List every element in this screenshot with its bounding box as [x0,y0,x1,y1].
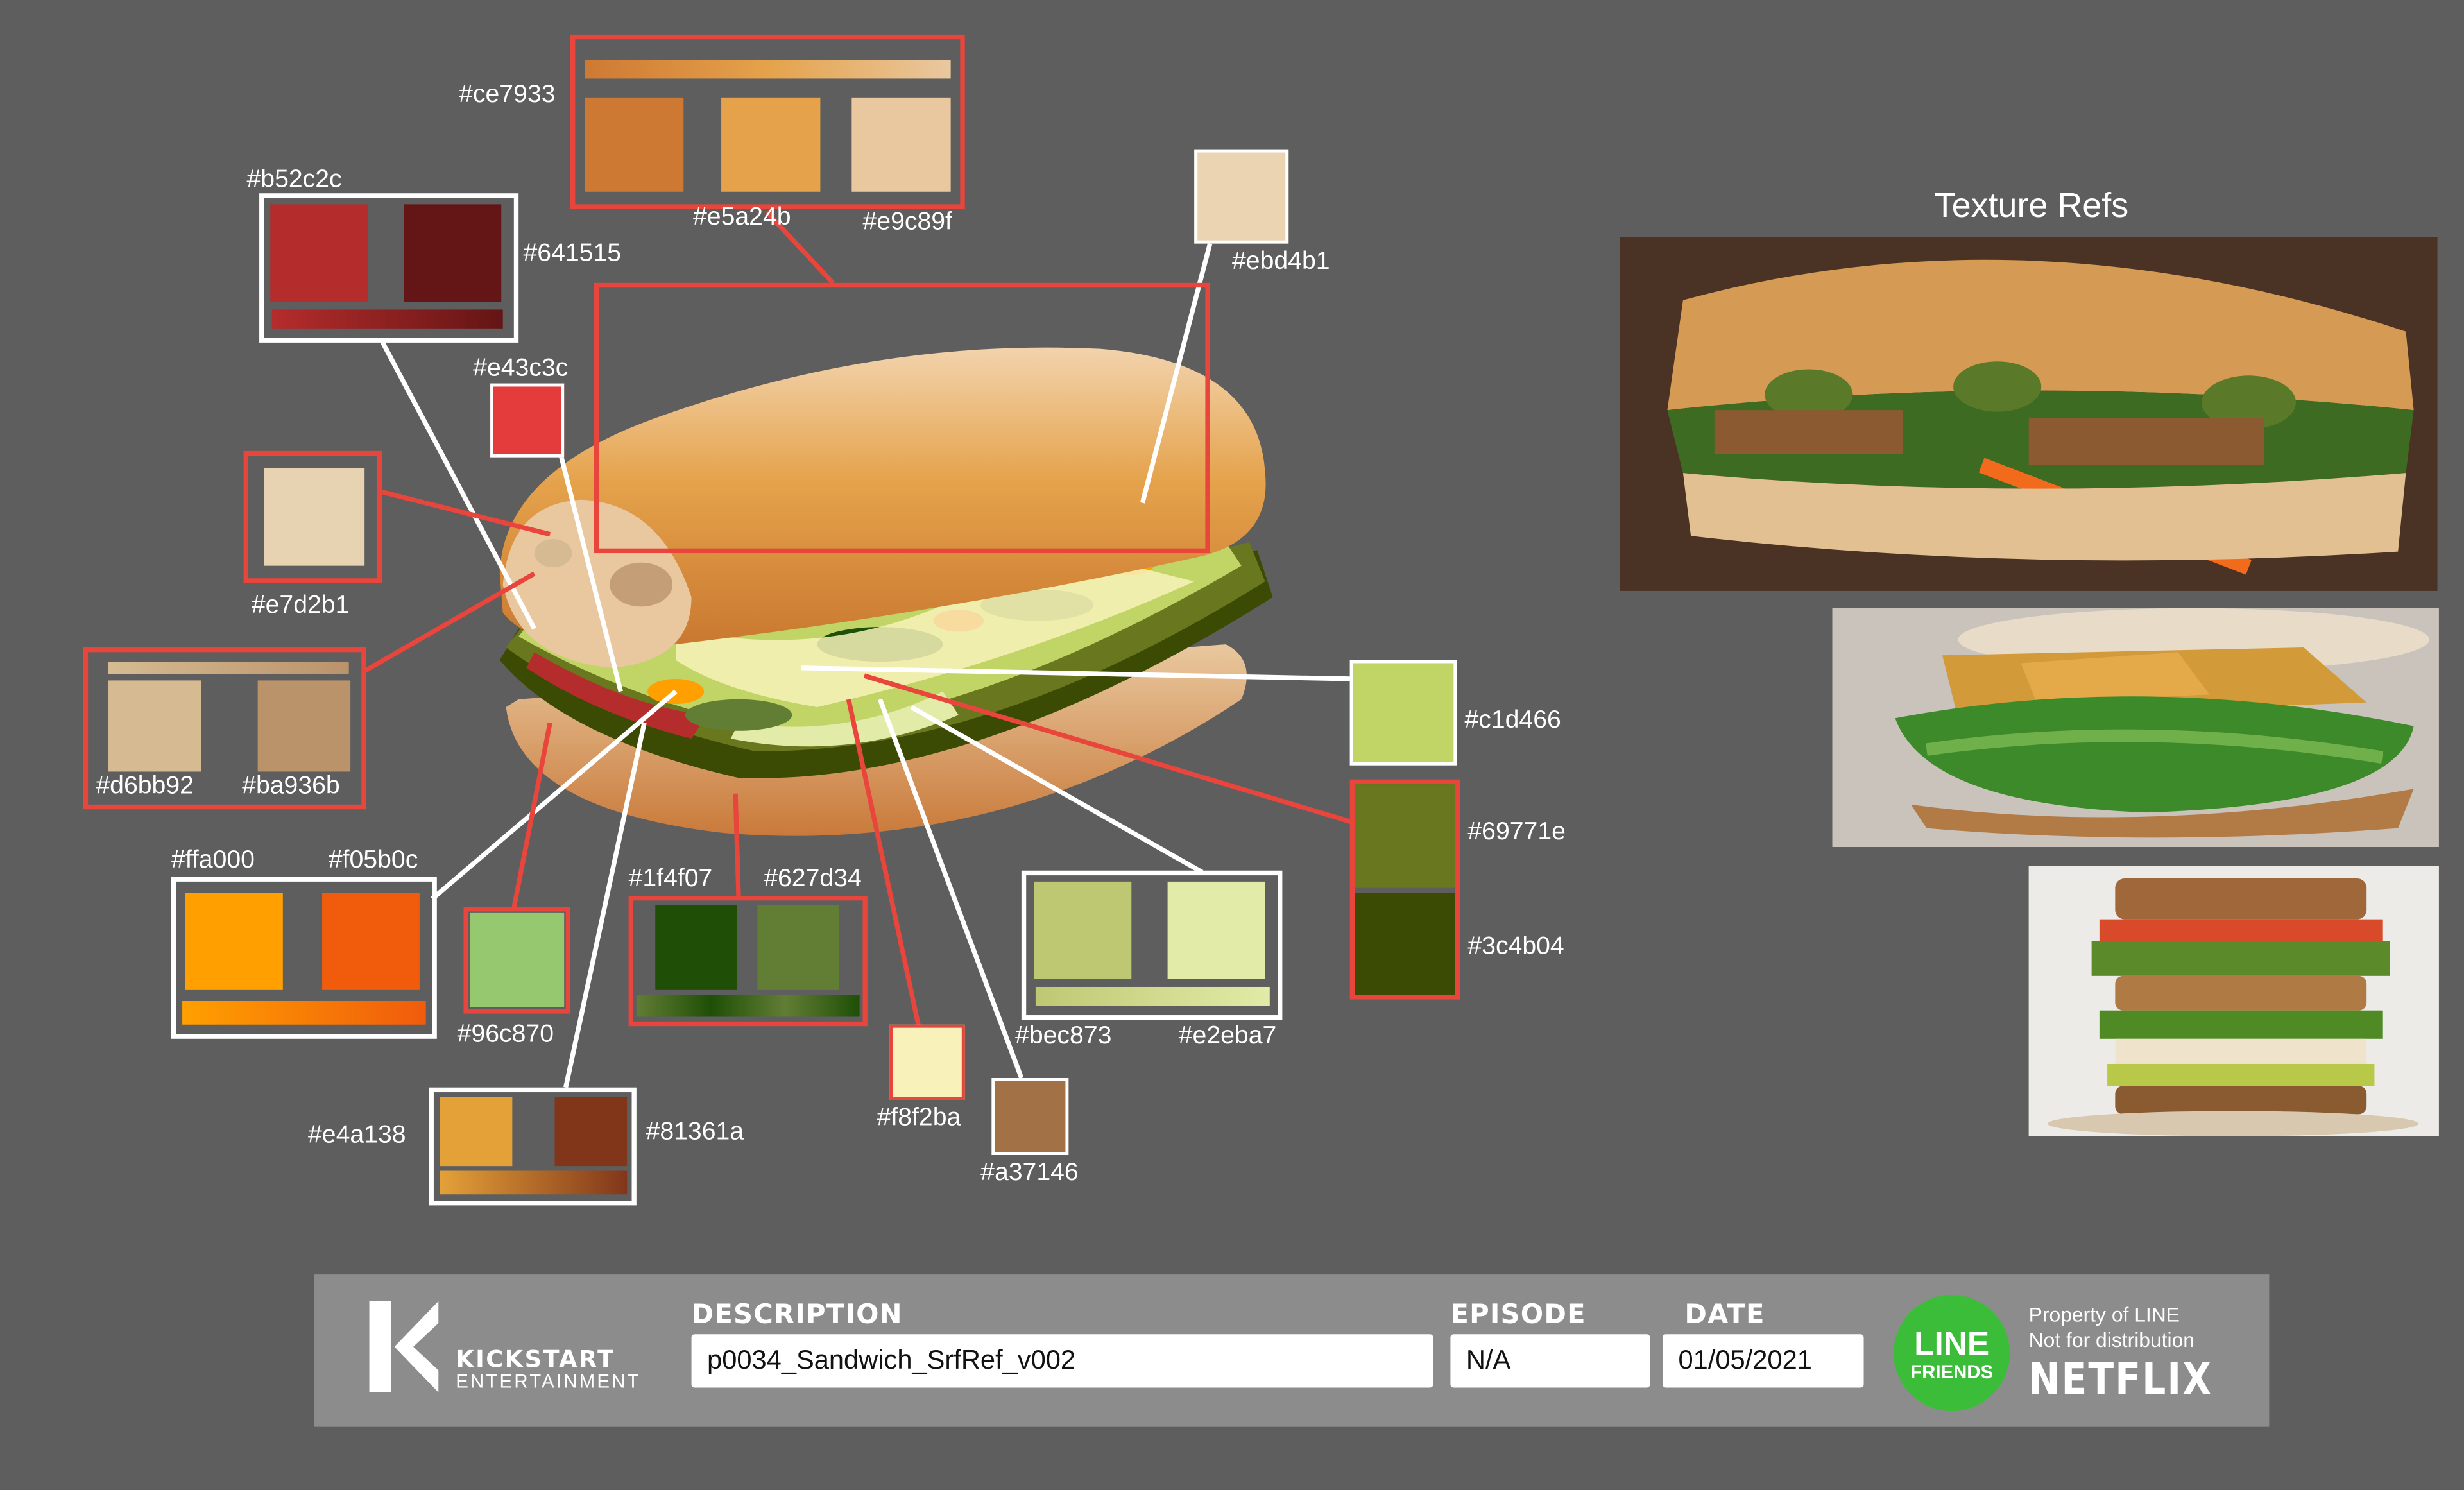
description-field[interactable]: p0034_Sandwich_SrfRef_v002 [691,1334,1433,1388]
label-81361a: #81361a [646,1118,744,1146]
dark-greens-frame [1349,779,1460,1000]
label-e4a138: #e4a138 [308,1122,406,1149]
swatch-81361a [554,1097,628,1167]
badge-line-text: LINE [1914,1326,1990,1363]
swatch-f05b0c [322,893,420,990]
label-1f4f07: #1f4f07 [628,866,713,893]
distribution-text: Not for distribution [2028,1328,2195,1352]
swatch-ebd4b1 [1194,149,1289,244]
netflix-logo-text: NETFLIX [2028,1353,2213,1405]
kickstart-logo-icon [369,1301,439,1392]
label-3c4b04: #3c4b04 [1467,933,1564,961]
label-d6bb92: #d6bb92 [96,773,194,800]
swatch-ffa000 [185,893,283,990]
label-bec873: #bec873 [1015,1023,1112,1050]
episode-label: EPISODE [1450,1299,1586,1332]
property-text: Property of LINE [2028,1303,2180,1326]
label-f05b0c: #f05b0c [328,847,418,874]
crust-gradient-strip [440,1170,628,1195]
swatch-e7d2b1 [264,468,365,566]
label-e9c89f: #e9c89f [862,209,952,236]
leaf-gradient-strip [636,995,860,1017]
label-ce7933: #ce7933 [459,81,556,108]
label-ebd4b1: #ebd4b1 [1232,248,1330,275]
crust-palette-frame [429,1087,637,1206]
label-96c870: #96c870 [457,1021,554,1049]
texture-ref-tofu-sandwich [1832,608,2439,848]
swatch-e2eba7 [1167,881,1265,979]
label-ffa000: #ffa000 [171,847,255,874]
label-a37146: #a37146 [980,1160,1079,1186]
pale-greens-palette-frame [1021,870,1283,1020]
swatch-e9c89f [851,97,951,192]
label-627d34: #627d34 [764,866,862,893]
e7d2b1-frame [243,450,382,583]
line-friends-badge: LINE FRIENDS [1894,1294,2010,1412]
swatch-d6bb92 [108,680,201,772]
beiges-palette-frame [83,647,366,810]
label-e5a24b: #e5a24b [693,204,791,232]
swatch-96c870 [470,912,565,1007]
bun-gradient-strip [585,60,951,79]
label-e2eba7: #e2eba7 [1178,1023,1277,1050]
kickstart-logo-text: KICKSTART [456,1345,615,1374]
swatch-a37146 [991,1078,1069,1156]
96c870-frame [463,907,570,1014]
label-c1d466: #c1d466 [1464,707,1561,734]
leaf-palette-frame [628,895,868,1027]
swatch-b52c2c [270,204,368,302]
reds-gradient-strip [271,309,503,329]
swatch-ce7933 [585,97,684,192]
swatch-3c4b04 [1355,893,1455,995]
oranges-gradient-strip [182,1001,426,1025]
bun-region-frame [594,282,1210,554]
kickstart-logo-subtext: ENTERTAINMENT [456,1370,641,1392]
texture-refs-title: Texture Refs [1934,185,2129,225]
texture-ref-sub-sandwich [1620,237,2438,591]
oranges-palette-frame [171,877,437,1039]
pale-greens-gradient-strip [1035,986,1270,1006]
swatch-c1d466 [1349,660,1457,766]
episode-field[interactable]: N/A [1450,1334,1650,1388]
swatch-e4a138 [440,1097,513,1167]
label-641515: #641515 [523,240,622,268]
swatch-f8f2ba [889,1024,965,1100]
label-b52c2c: #b52c2c [246,166,342,194]
bun-palette-frame [570,34,965,209]
date-label: DATE [1684,1299,1765,1332]
swatch-e43c3c [490,383,565,458]
swatch-ba936b [257,680,351,772]
date-field[interactable]: 01/05/2021 [1663,1334,1864,1388]
swatch-1f4f07 [655,905,737,990]
swatch-e5a24b [721,97,821,192]
title-block: KICKSTART ENTERTAINMENT DESCRIPTION p003… [314,1274,2270,1427]
reds-palette-frame [259,193,519,343]
swatch-bec873 [1034,881,1132,979]
beiges-gradient-strip [108,662,349,674]
swatch-641515 [404,204,502,302]
swatch-627d34 [757,905,839,990]
label-e43c3c: #e43c3c [473,355,569,382]
badge-friends-text: FRIENDS [1910,1360,1994,1383]
label-69771e: #69771e [1467,818,1566,846]
label-e7d2b1: #e7d2b1 [251,592,350,619]
description-label: DESCRIPTION [691,1299,903,1332]
texture-ref-club-sandwich [2028,866,2439,1136]
label-f8f2ba: #f8f2ba [877,1104,961,1132]
label-ba936b: #ba936b [242,773,340,800]
swatch-69771e [1355,784,1455,888]
